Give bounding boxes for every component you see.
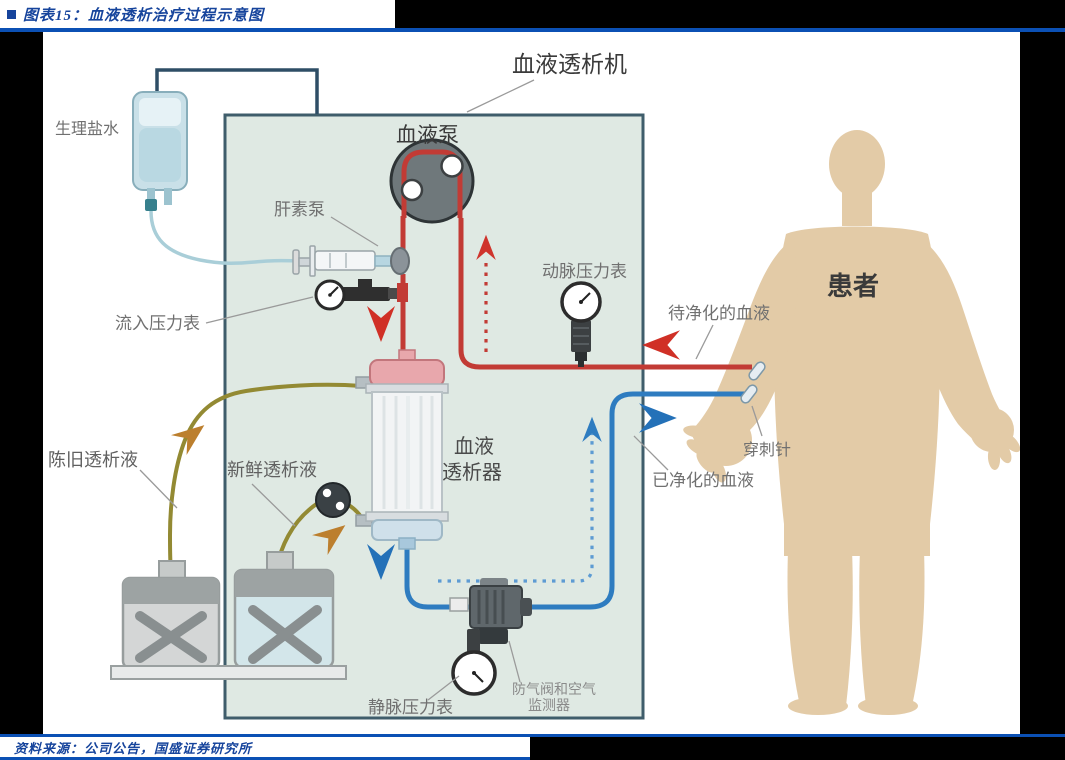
container-tray bbox=[110, 665, 347, 680]
dialysate-pump bbox=[315, 482, 351, 518]
puncture-needle-label: 穿刺针 bbox=[743, 441, 791, 459]
diagram-canvas: 血液透析机 血液泵 生理盐水 肝素泵 流入压力表 动脉压力表 血液 透析器 陈旧… bbox=[48, 51, 1021, 720]
old-dialysate-flow-arrow bbox=[171, 415, 213, 456]
bottom-rule bbox=[0, 734, 1065, 737]
saline-hanger-line bbox=[155, 68, 319, 114]
heparin-pump-label: 肝素泵 bbox=[274, 200, 325, 219]
saline-label: 生理盐水 bbox=[55, 120, 119, 138]
inflow-pressure-gauge bbox=[314, 279, 408, 311]
hemodialysis-diagram: 血液透析机 血液泵 生理盐水 肝素泵 流入压力表 动脉压力表 血液 透析器 陈旧… bbox=[43, 32, 1021, 734]
blood-pump-label: 血液泵 bbox=[396, 124, 459, 147]
dialyzer-label-line2: 透析器 bbox=[442, 461, 502, 484]
arterial-left-arrow bbox=[642, 330, 680, 360]
puncture-needles bbox=[740, 361, 766, 404]
air-valve-monitor bbox=[449, 578, 532, 644]
old-dialysate-container bbox=[121, 560, 221, 670]
dialyzer-label-line1: 血液 bbox=[454, 435, 494, 458]
venous-blood-line bbox=[404, 391, 746, 610]
purified-blood-label: 已净化的血液 bbox=[652, 471, 754, 490]
page-bottom-line bbox=[0, 757, 530, 760]
inflow-gauge-label: 流入压力表 bbox=[115, 314, 200, 333]
air-monitor-label-line1: 防气阀和空气 bbox=[512, 681, 596, 697]
patient-silhouette bbox=[683, 130, 1021, 715]
dialyzer bbox=[355, 349, 449, 550]
blood-to-purify-label: 待净化的血液 bbox=[668, 304, 770, 323]
machine-label: 血液透析机 bbox=[512, 51, 627, 77]
venous-flow-dashed-line bbox=[438, 434, 594, 583]
top-rule bbox=[0, 28, 1065, 32]
source-bar: 资料来源：公司公告，国盛证券研究所 bbox=[0, 737, 530, 757]
venous-pressure-gauge bbox=[451, 629, 497, 696]
air-monitor-label-line2: 监测器 bbox=[528, 697, 570, 713]
venous-gauge-label: 静脉压力表 bbox=[368, 698, 453, 717]
patient-label: 患者 bbox=[827, 271, 879, 301]
title-bullet-square bbox=[7, 9, 16, 19]
arterial-pressure-gauge bbox=[560, 281, 602, 367]
old-dialysate-label: 陈旧透析液 bbox=[48, 450, 138, 470]
blood-pump bbox=[389, 138, 475, 224]
heparin-tube bbox=[149, 210, 300, 265]
fresh-dialysate-container bbox=[233, 551, 335, 669]
venous-right-arrow bbox=[639, 403, 677, 433]
arterial-gauge-label: 动脉压力表 bbox=[542, 262, 627, 281]
fresh-dialysate-label: 新鲜透析液 bbox=[227, 460, 317, 480]
source-text: 资料来源：公司公告，国盛证券研究所 bbox=[14, 740, 253, 756]
label-pointer-lines bbox=[139, 79, 763, 701]
heparin-syringe bbox=[292, 245, 410, 277]
figure-title-bar: 图表15：血液透析治疗过程示意图 bbox=[0, 0, 395, 28]
figure-title: 图表15：血液透析治疗过程示意图 bbox=[23, 7, 265, 24]
saline-bag bbox=[132, 91, 188, 211]
